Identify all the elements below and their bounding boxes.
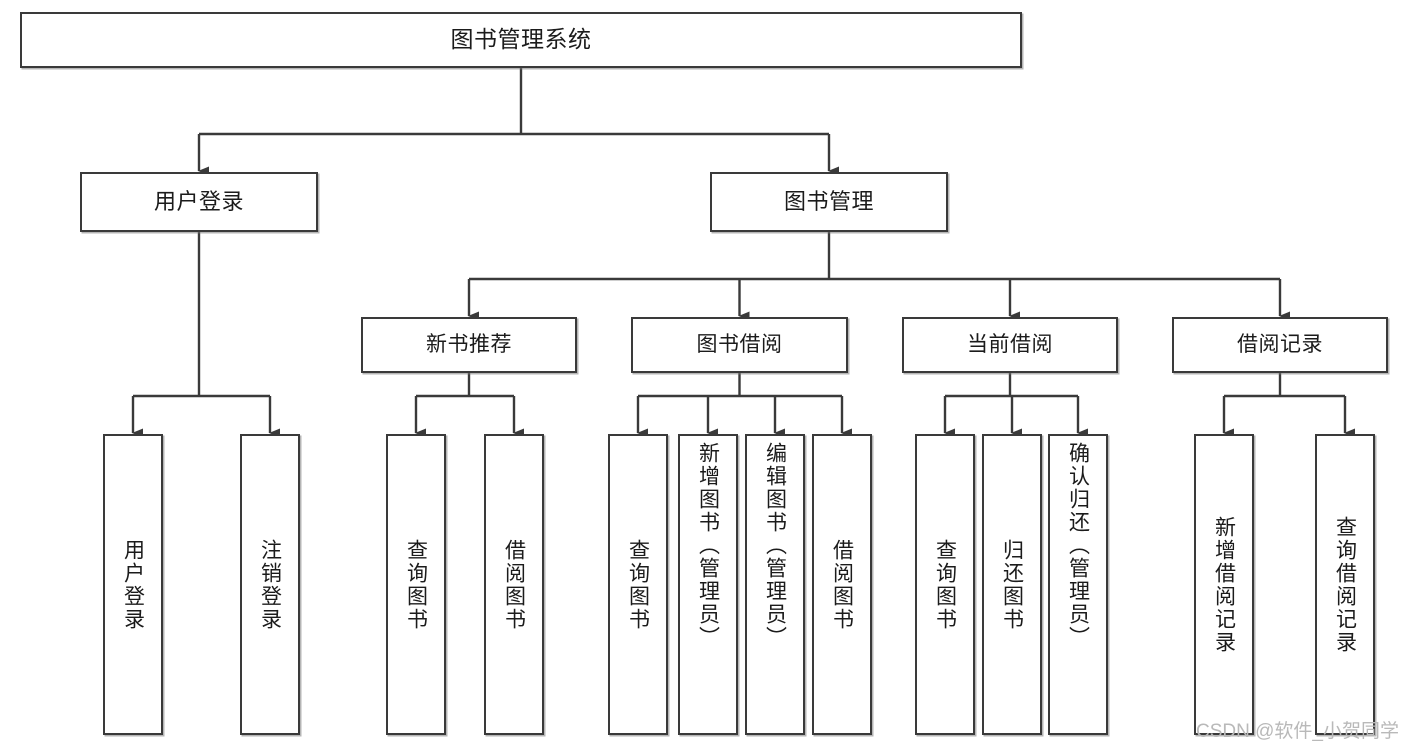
node-leaf-edit-book-admin[interactable]: 编辑图书（管理员） [745, 434, 805, 735]
node-label: 注销登录 [258, 538, 282, 631]
node-label: 借阅图书 [502, 538, 526, 631]
node-leaf-user-login[interactable]: 用户登录 [103, 434, 163, 735]
node-label: 图书借阅 [696, 332, 783, 356]
watermark: CSDN @软件_小贺同学 [1196, 721, 1399, 742]
node-leaf-query-book-cur[interactable]: 查询图书 [915, 434, 975, 735]
node-leaf-query-record[interactable]: 查询借阅记录 [1315, 434, 1375, 735]
node-label: 查询图书 [933, 538, 957, 631]
node-root[interactable]: 图书管理系统 [20, 12, 1022, 68]
node-current-borrow[interactable]: 当前借阅 [902, 317, 1118, 373]
node-leaf-return-book[interactable]: 归还图书 [982, 434, 1042, 735]
node-label: 查询图书 [404, 538, 428, 631]
node-label: 确认归还（管理员） [1066, 442, 1090, 649]
node-book-manage[interactable]: 图书管理 [710, 172, 948, 232]
node-leaf-borrow-book-rec[interactable]: 借阅图书 [484, 434, 544, 735]
node-leaf-query-book-rec[interactable]: 查询图书 [386, 434, 446, 735]
node-label: 查询图书 [626, 538, 650, 631]
node-label: 借阅图书 [830, 538, 854, 631]
node-label: 借阅记录 [1237, 332, 1323, 356]
node-label: 新书推荐 [426, 332, 512, 356]
node-label: 查询借阅记录 [1333, 515, 1357, 654]
node-label: 新增借阅记录 [1212, 515, 1236, 654]
node-leaf-add-record[interactable]: 新增借阅记录 [1194, 434, 1254, 735]
node-label: 新增图书（管理员） [696, 442, 720, 649]
node-label: 当前借阅 [967, 332, 1053, 356]
node-leaf-query-book[interactable]: 查询图书 [608, 434, 668, 735]
node-leaf-logout[interactable]: 注销登录 [240, 434, 300, 735]
node-label: 用户登录 [153, 189, 244, 215]
node-label: 归还图书 [1000, 538, 1024, 631]
node-new-book-rec[interactable]: 新书推荐 [361, 317, 577, 373]
node-leaf-borrow-book[interactable]: 借阅图书 [812, 434, 872, 735]
node-label: 用户登录 [121, 538, 145, 631]
node-borrow-record[interactable]: 借阅记录 [1172, 317, 1388, 373]
node-leaf-confirm-return[interactable]: 确认归还（管理员） [1048, 434, 1108, 735]
node-label: 图书管理 [783, 189, 874, 215]
node-leaf-add-book-admin[interactable]: 新增图书（管理员） [678, 434, 738, 735]
edge-group [131, 68, 1355, 438]
node-book-borrow[interactable]: 图书借阅 [631, 317, 848, 373]
node-label: 编辑图书（管理员） [763, 442, 787, 649]
node-label: 图书管理系统 [450, 26, 592, 53]
node-user-login[interactable]: 用户登录 [80, 172, 318, 232]
